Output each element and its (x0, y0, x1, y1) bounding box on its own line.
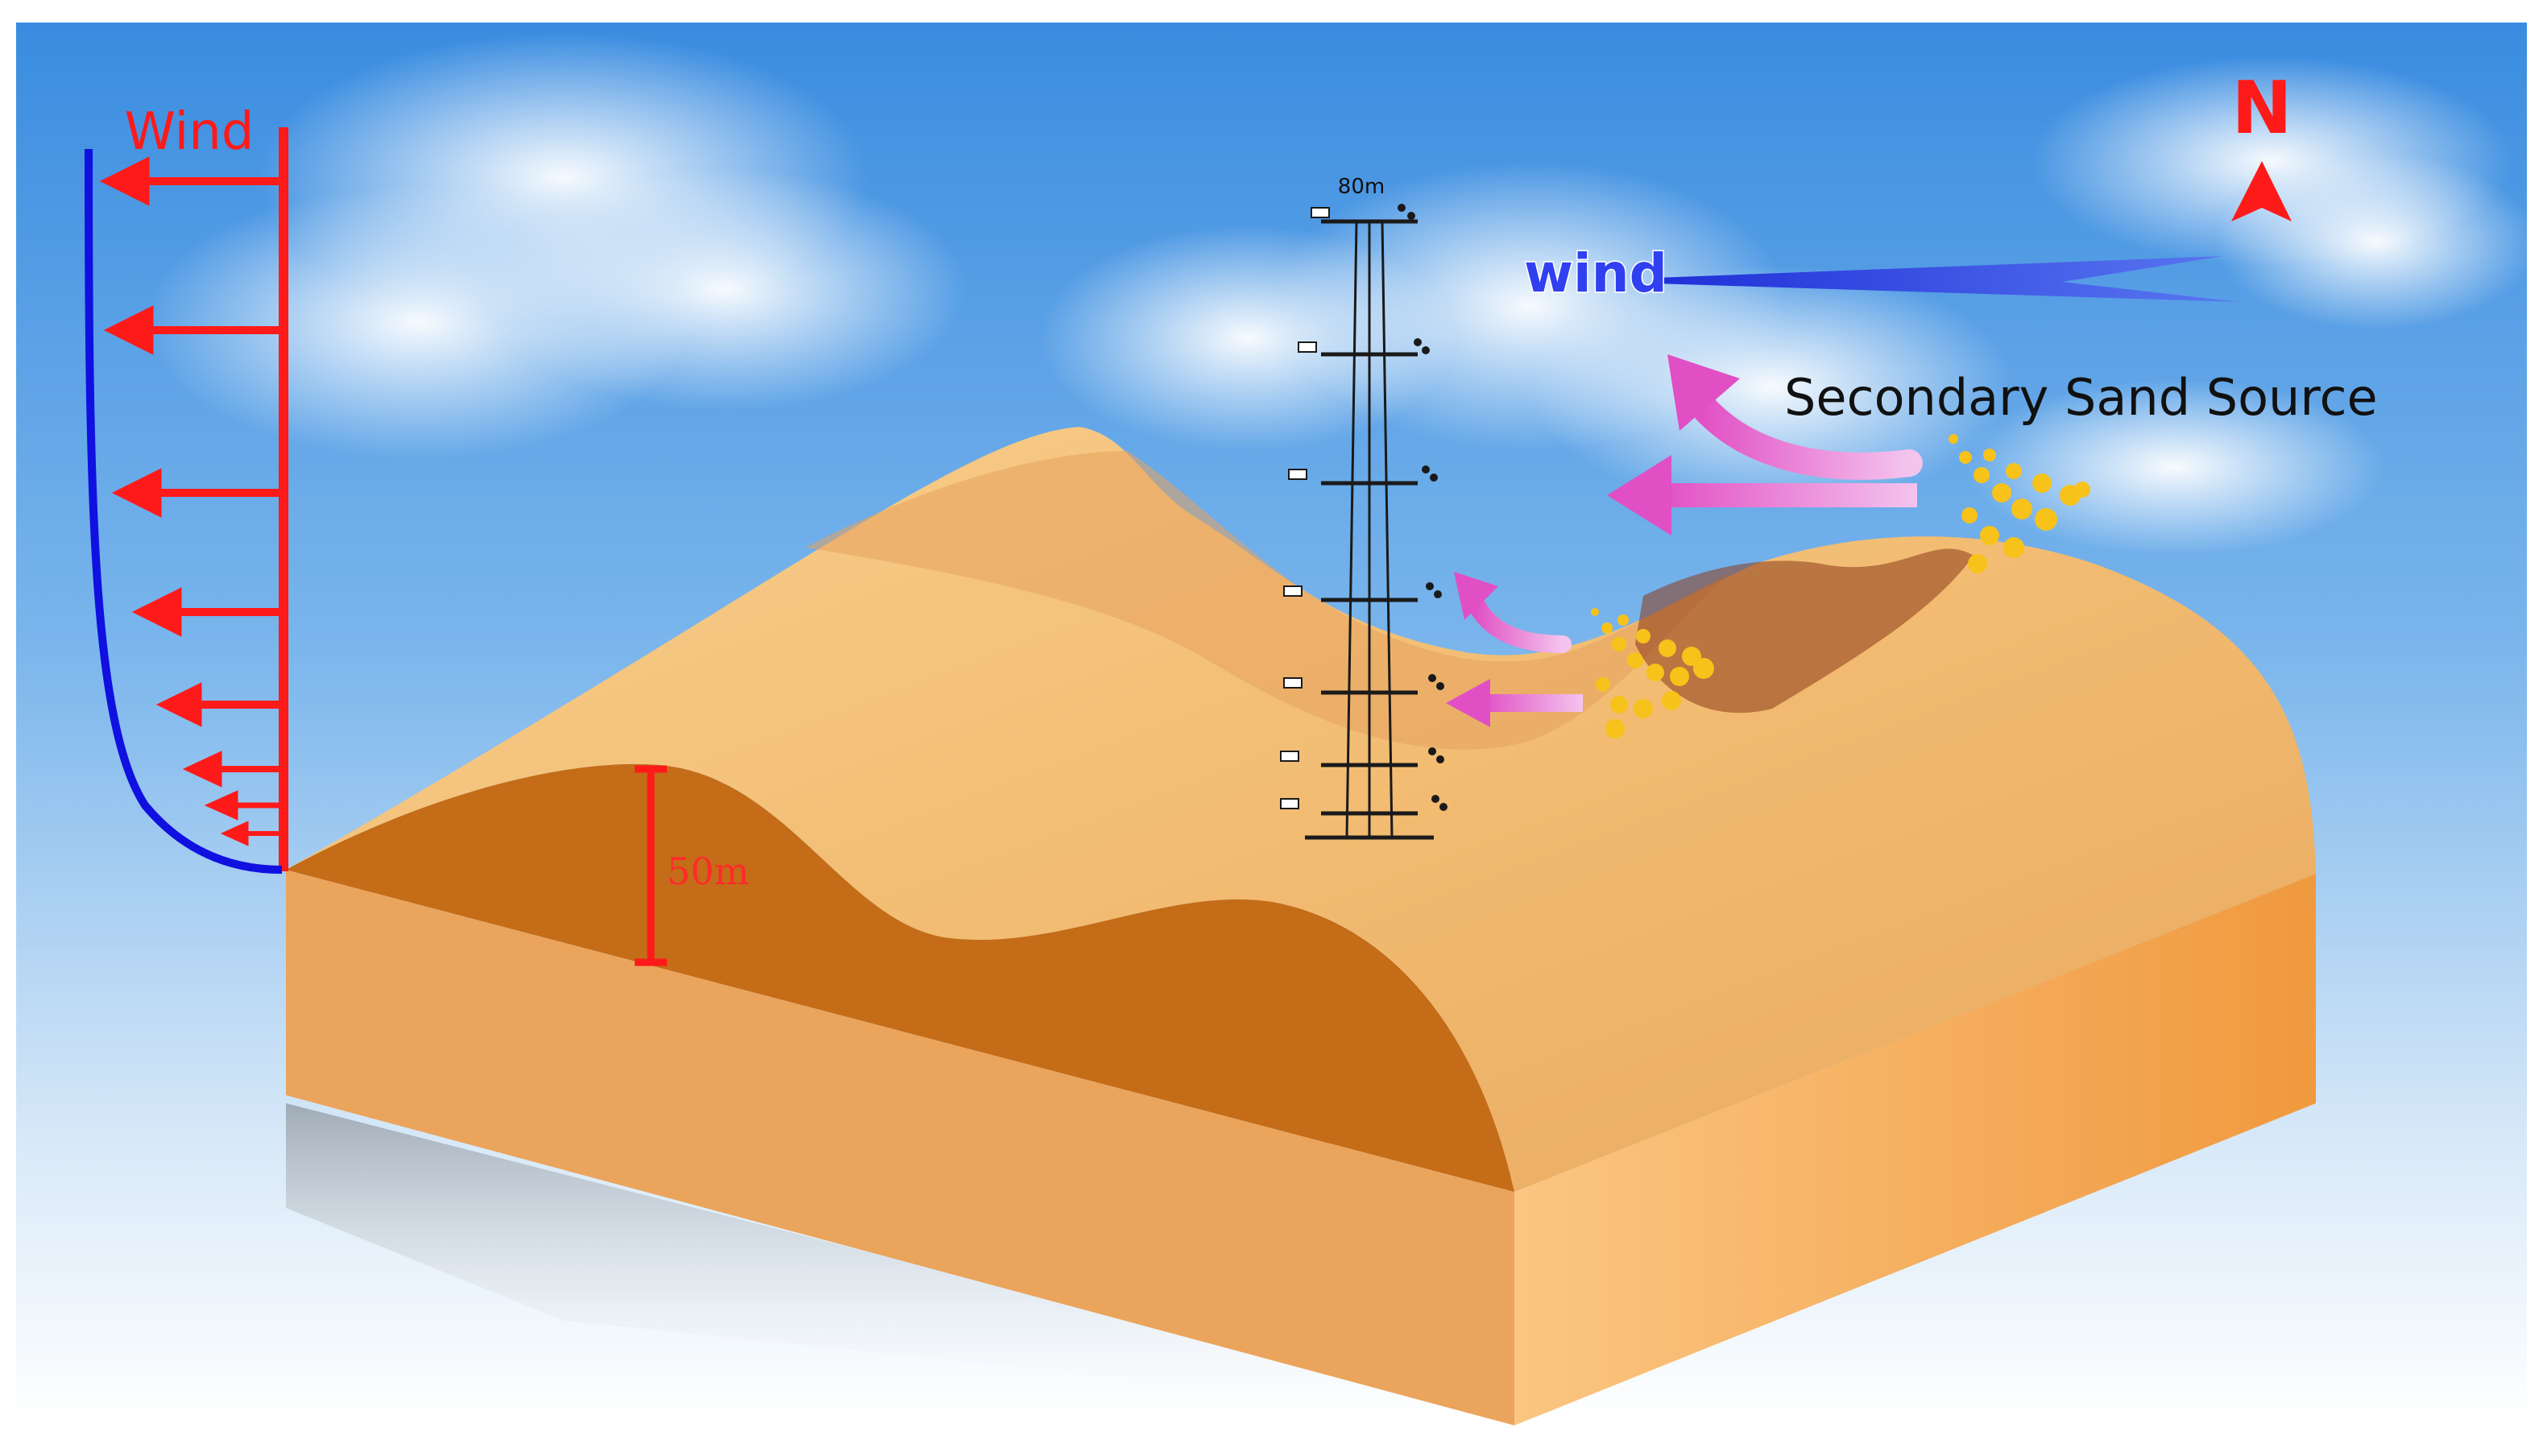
tower-height-label: 80m (1338, 175, 1385, 199)
source-label: Secondary Sand Source (1784, 368, 2378, 427)
north-label: N (2231, 66, 2292, 151)
dune-cross-section (286, 763, 1514, 1192)
profile-wind-label: Wind (125, 102, 255, 162)
flow-arrows (1446, 354, 1923, 727)
wind-arrow (1655, 256, 2239, 302)
met-tower-icon (1280, 204, 1448, 840)
slip-face-shadow (1635, 548, 1974, 714)
wind-label: wind (1524, 242, 1667, 304)
block-front-face (286, 870, 1514, 1425)
wind-profile: Wind (85, 102, 288, 874)
profile-arrows (99, 156, 282, 846)
sand-grains (1591, 434, 2090, 738)
velocity-profile-curve (85, 148, 283, 874)
dune-ridge-shade (806, 451, 1732, 750)
height-scale-bar (635, 765, 667, 966)
block-right-face (1514, 874, 2316, 1425)
north-arrow-icon (2231, 161, 2292, 221)
height-scale-label: 50m (667, 850, 749, 893)
